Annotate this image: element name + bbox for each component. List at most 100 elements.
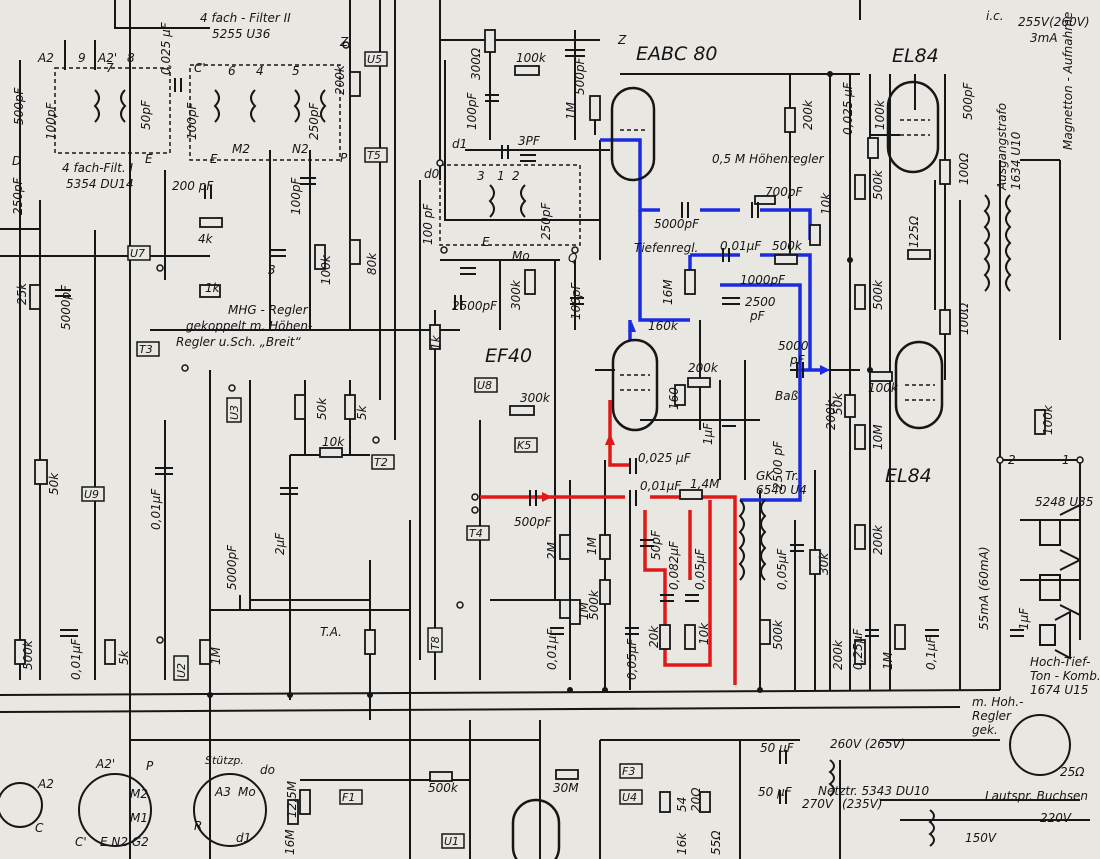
terminal-2: 2 [1008, 453, 1016, 467]
tube-envelopes [511, 80, 944, 859]
bass-arrow-up [605, 433, 615, 445]
value-r-16M: 16M [661, 279, 675, 305]
filter2-code: 5255 U36 [212, 27, 271, 41]
value-c-700pf: 700pF [765, 185, 804, 199]
text-labels: EABC 80 EL84 EL84 EF40 4 fach - Filter I… [11, 9, 1100, 855]
el84-bottom-tube [894, 340, 944, 430]
value-r-500k-g: 500k [428, 781, 459, 795]
speaker-socket [1009, 714, 1071, 776]
socket-label-m1: M1 [130, 811, 148, 825]
ef40-tube [611, 338, 659, 432]
value-r-10k: 10k [819, 192, 833, 215]
socket-label-d1: d1 [236, 831, 251, 845]
value-r-50k-b: 50k [47, 472, 61, 495]
value-r-30M: 30M [553, 781, 579, 795]
value-c-5000pf-b: 5000 [778, 339, 809, 353]
value-c-500pf-d: 500pF [12, 86, 26, 125]
coil-2: 2 [512, 169, 520, 183]
value-r-200k-e: 200k [333, 64, 347, 95]
ohm-25-label: 25Ω [1060, 765, 1085, 779]
switch-t2: T2 [374, 456, 388, 469]
terminal-1: 1 [1062, 453, 1070, 467]
value-r-500k-d: 500k [771, 619, 785, 650]
speaker-sockets-label: Lautspr. Buchsen [985, 789, 1088, 803]
terminal-e2: E [210, 152, 218, 166]
switch-f1: F1 [342, 791, 355, 804]
value-r-16M-b: 16M [283, 829, 297, 855]
junction-dots [207, 71, 873, 698]
value-r-100k-b: 100k [873, 99, 887, 130]
mains-trafo-label: Netztr. 5343 DU10 [818, 784, 930, 798]
socket-label-c: C [35, 821, 44, 835]
ta-label: T.A. [320, 625, 342, 639]
value-c-250pf-c: 250pF [11, 176, 25, 215]
switch-k5: K5 [517, 439, 531, 452]
filter-2-box [189, 64, 341, 161]
terminal-e3: E [482, 235, 490, 249]
value-r-200k-g: 200k [824, 399, 838, 430]
speaker-combo-code: 1674 U15 [1030, 683, 1088, 697]
value-c-250pf: 250pF [307, 101, 321, 140]
value-r-100k-d: 100k [1041, 404, 1055, 435]
treble-arrow-up [628, 322, 636, 332]
filter-shields [54, 64, 581, 246]
value-r-200k-d: 200k [831, 639, 845, 670]
value-c-5000pf-c: pF [789, 353, 806, 367]
terminal-d1: d1 [452, 137, 467, 151]
value-c-500pf-b: 500pF [961, 81, 975, 120]
value-r-1M-d: 1M [577, 601, 591, 620]
socket-label-e: E N2 G2 [100, 835, 149, 849]
value-r-55: 55Ω [709, 830, 723, 855]
value-r-1M: 1M [564, 101, 578, 120]
current-55-label: 55mA (60mA) [977, 546, 991, 630]
value-c-2500pf-b: pF [749, 309, 766, 323]
terminal-mo: Mo [512, 249, 530, 263]
terminal-d: D [12, 154, 21, 168]
capacitor-symbols [55, 49, 1024, 804]
switch-u4: U4 [622, 791, 637, 804]
value-r-2M: 2M [545, 541, 559, 560]
socket-label-a3: A3 [214, 785, 231, 799]
value-c-50pf: 50pF [649, 529, 663, 560]
socket-label-r: R [194, 819, 202, 833]
value-c-100pf-d: 100 pF [421, 203, 435, 245]
switch-u3: U3 [228, 405, 241, 420]
switch-u5: U5 [367, 53, 382, 66]
switch-label-boxes [81, 51, 643, 849]
value-c-5000pf-e: 5000pF [225, 544, 239, 590]
speaker-2-icon [1039, 558, 1081, 617]
switch-t3: T3 [139, 343, 153, 356]
value-r-100-ohm-b: 100Ω [957, 302, 971, 335]
value-r-16k: 16k [675, 832, 689, 855]
value-c-100pf-b: 100pF [289, 176, 303, 215]
filter-3-box [439, 164, 581, 246]
speaker-combo-label-2: Ton - Komb. [1030, 669, 1100, 683]
value-c-001c: 0,01μF [545, 628, 559, 670]
value-c-5000pf-d: 5000pF [59, 284, 73, 330]
speakers [1039, 503, 1081, 660]
transformer-coils [93, 89, 1012, 847]
value-c-005b: 0,05μF [775, 548, 789, 590]
terminal-a2p: A2' [97, 51, 117, 65]
value-r-1M-c: 1M [585, 536, 599, 555]
socket-label-a2: A2' [95, 757, 115, 771]
stutzp-label: Stützp. [205, 754, 244, 767]
value-r-160k: 160k [648, 319, 679, 333]
value-r-1M-e: 1M [209, 646, 223, 665]
value-r-4k: 4k [198, 232, 214, 246]
mhg-regler-label: MHG - Regler [228, 303, 309, 317]
value-r-125-ohm: 125Ω [907, 215, 921, 248]
value-r-500k-e: 500k [587, 589, 601, 620]
value-r-10k-c: 10k [322, 435, 345, 449]
value-r-500k-c: 500k [871, 279, 885, 310]
speaker-3-icon [1039, 610, 1071, 660]
value-c-025: 0,25μF [851, 628, 865, 670]
coil-1: 1 [497, 169, 505, 183]
value-c-50uf-b: 50 μF [758, 785, 793, 799]
hoh-regler-label: m. Hoh.- [972, 695, 1023, 709]
switch-t4: T4 [469, 527, 483, 540]
treble-control-label: 0,5 M Höhenregler [712, 152, 825, 166]
value-c-0025c: 0,025 μF [159, 21, 173, 75]
